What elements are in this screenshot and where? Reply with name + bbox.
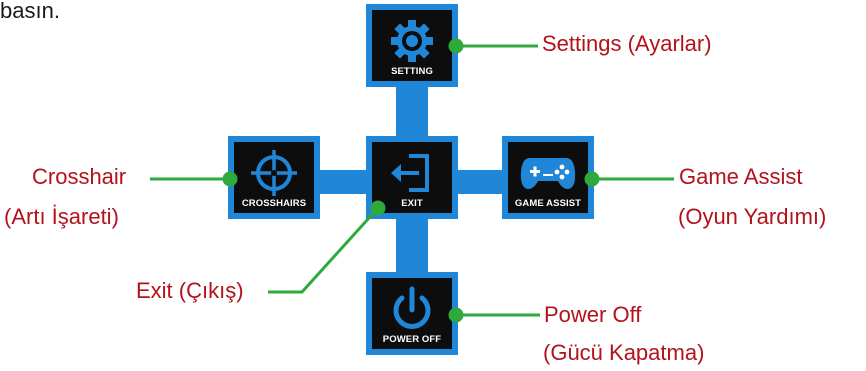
crosshair-label: Crosshair: [32, 164, 127, 189]
settings-dot: [448, 38, 464, 54]
setting-button[interactable]: SETTING: [366, 4, 458, 87]
exit-caption: EXIT: [401, 198, 423, 209]
game-assist-label: Game Assist: [679, 164, 803, 189]
exit-leader-line: [268, 206, 380, 294]
crosshair-sublabel: (Artı İşareti): [4, 204, 119, 229]
power-off-caption: POWER OFF: [382, 334, 442, 345]
power-off-dot: [448, 307, 464, 323]
power-icon: [372, 284, 452, 334]
power-off-label: Power Off: [544, 302, 642, 327]
gear-icon: [372, 16, 452, 66]
exit-dot: [370, 200, 386, 216]
crosshair-dot: [222, 171, 238, 187]
exit-icon: [372, 148, 452, 198]
crosshairs-button[interactable]: CROSSHAIRS: [228, 136, 320, 219]
game-assist-caption: GAME ASSIST: [514, 198, 582, 209]
game-assist-button[interactable]: GAME ASSIST: [502, 136, 594, 219]
crosshair-icon: [234, 148, 314, 198]
settings-label: Settings (Ayarlar): [542, 31, 712, 56]
game-assist-dot: [584, 171, 600, 187]
power-off-button[interactable]: POWER OFF: [366, 272, 458, 355]
gamepad-icon: [508, 148, 588, 198]
setting-caption: SETTING: [391, 66, 433, 77]
crosshairs-caption: CROSSHAIRS: [241, 198, 307, 209]
power-off-sublabel: (Gücü Kapatma): [543, 340, 705, 365]
exit-label: Exit (Çıkış): [136, 278, 244, 303]
game-assist-sublabel: (Oyun Yardımı): [678, 204, 827, 229]
intro-text-fragment: basın.: [0, 0, 60, 23]
